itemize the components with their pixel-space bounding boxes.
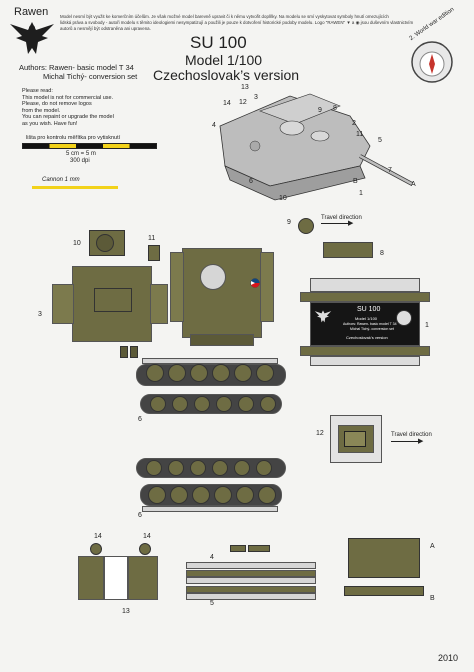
scale-ratio: 5 cm = 5 m [66, 151, 96, 157]
part-label-7: 7 [388, 167, 392, 174]
rawen-logo: Rawen [8, 6, 56, 56]
part-label-2: 2 [352, 120, 356, 127]
part-label-14a: 14 [94, 533, 102, 540]
brand-name: Rawen [14, 6, 49, 18]
roadwheels-upper [146, 364, 276, 382]
readme-line: from the model. [22, 107, 61, 114]
part-label-6b: 6 [138, 416, 142, 423]
part-label-5b: 5 [210, 600, 214, 607]
part-label-13: 13 [241, 84, 249, 91]
authors-line-1: Authors: Rawen- basic model T 34 [19, 63, 134, 72]
roadwheels-upper-b [150, 396, 280, 412]
scale-dpi: 300 dpi [70, 158, 90, 164]
part-label-14: 14 [223, 100, 231, 107]
part-2-net [170, 238, 274, 348]
model-scale: Model 1/100 [185, 52, 263, 68]
part-label-8: 8 [333, 105, 337, 112]
part-label-1: 1 [359, 190, 363, 197]
box-eagle-icon [314, 310, 332, 323]
model-version: Czechoslovak’s version [153, 67, 300, 83]
part-label-5: 5 [378, 137, 382, 144]
part-label-4b: 4 [210, 554, 214, 561]
part-label-Ab: A [430, 543, 435, 550]
roadwheels-lower [146, 460, 276, 476]
part-4-small-b [248, 545, 270, 552]
part-label-3: 3 [254, 94, 258, 101]
part-3-net [52, 266, 168, 342]
part-8-piece [323, 242, 373, 258]
readme-line: Please, do not remove logos [22, 101, 92, 108]
part-11-piece [148, 245, 160, 261]
part-label-3b: 3 [38, 311, 42, 318]
year-label: 2010 [438, 653, 459, 663]
box-title: SU 100 [357, 306, 381, 313]
part-label-12: 12 [239, 99, 247, 106]
part-14-disc-a [90, 543, 102, 555]
notice-line-2: lidská práva a svobody - autoři modelu s… [60, 20, 414, 25]
roadwheels-lower-b [148, 486, 278, 504]
license-notice: Model nesmí být využit ke komerčním účel… [60, 14, 460, 32]
travel-arrow-12 [391, 441, 421, 442]
readme-line: as you wish. Have fun! [22, 120, 78, 127]
box-scale: Model 1/100 [355, 316, 378, 321]
box-edition-badge [396, 310, 412, 326]
scale-bar [22, 143, 157, 149]
small-piece-a [120, 346, 128, 358]
part-label-11b: 11 [148, 235, 156, 242]
box-authors-1: Authors: Rawen- basic model T 34 [343, 322, 397, 326]
cannon-label: Cannon 1 mm [42, 177, 80, 183]
readme-line: You can repaint or upgrade the model [22, 114, 114, 121]
part-5-strips [186, 586, 316, 600]
travel-arrow-top [321, 223, 351, 224]
travel-arrow-head-12: ▶ [418, 438, 424, 445]
part-12-net [330, 415, 382, 463]
part-13-net [78, 556, 158, 600]
readme-line: This model is not for commercial use. [22, 94, 114, 101]
part-label-A: A [411, 181, 416, 188]
part-label-4: 4 [212, 122, 216, 129]
part-B-piece [344, 586, 424, 596]
box-authors-2: Michal Tichý- conversion set [350, 327, 394, 331]
box-logo [314, 307, 332, 325]
readme-block: Please read: This model is not for comme… [22, 88, 114, 128]
eagle-icon [10, 22, 54, 54]
part-label-10b: 10 [73, 240, 81, 247]
part-label-8b: 8 [380, 250, 384, 257]
part-label-12b: 12 [316, 430, 324, 437]
part-label-6: 6 [249, 178, 253, 185]
part-A-piece [348, 538, 420, 578]
notice-line-3: autorů a nesmějí být odstraněna ani upra… [60, 26, 151, 31]
small-piece-b [130, 346, 138, 358]
part-9-piece [298, 218, 314, 234]
part-label-9: 9 [318, 107, 322, 114]
notice-line-1: Model nesmí být využit ke komerčním účel… [60, 14, 389, 19]
cannon-strip [32, 186, 118, 189]
part-label-1b: 1 [425, 322, 429, 329]
part-label-9b: 9 [287, 219, 291, 226]
mini-badge-icon: ◉ [355, 20, 360, 25]
travel-arrow-head-top: ▶ [348, 220, 354, 227]
tank-illustration [219, 93, 413, 201]
travel-direction-label-top: Travel direction [321, 215, 362, 221]
part-label-13b: 13 [122, 608, 130, 615]
page-title: SU 100 [190, 33, 247, 52]
travel-direction-label-12: Travel direction [391, 432, 432, 438]
part-4-small-a [230, 545, 246, 552]
mini-eagle-icon: ▼ [346, 20, 351, 25]
box-version: Czechoslovak’s version [346, 335, 388, 340]
readme-line: Please read: [22, 88, 53, 94]
part-label-11: 11 [356, 131, 364, 138]
part-label-6c: 6 [138, 512, 142, 519]
part-label-10: 10 [279, 195, 287, 202]
authors-line-2: Michal Tichý- conversion set [43, 72, 138, 81]
part-14-disc-b [139, 543, 151, 555]
part-label-B: B [353, 178, 358, 185]
part-label-Bb: B [430, 595, 435, 602]
part-4-strips [186, 562, 316, 584]
czech-flag-icon [250, 278, 260, 288]
part-10-wheel [96, 234, 114, 252]
part-label-14b: 14 [143, 533, 151, 540]
scale-check-label: lišta pro kontrolu měřítka pro vytisknut… [26, 135, 121, 141]
edition-badge: 2. World war edition [409, 7, 455, 84]
